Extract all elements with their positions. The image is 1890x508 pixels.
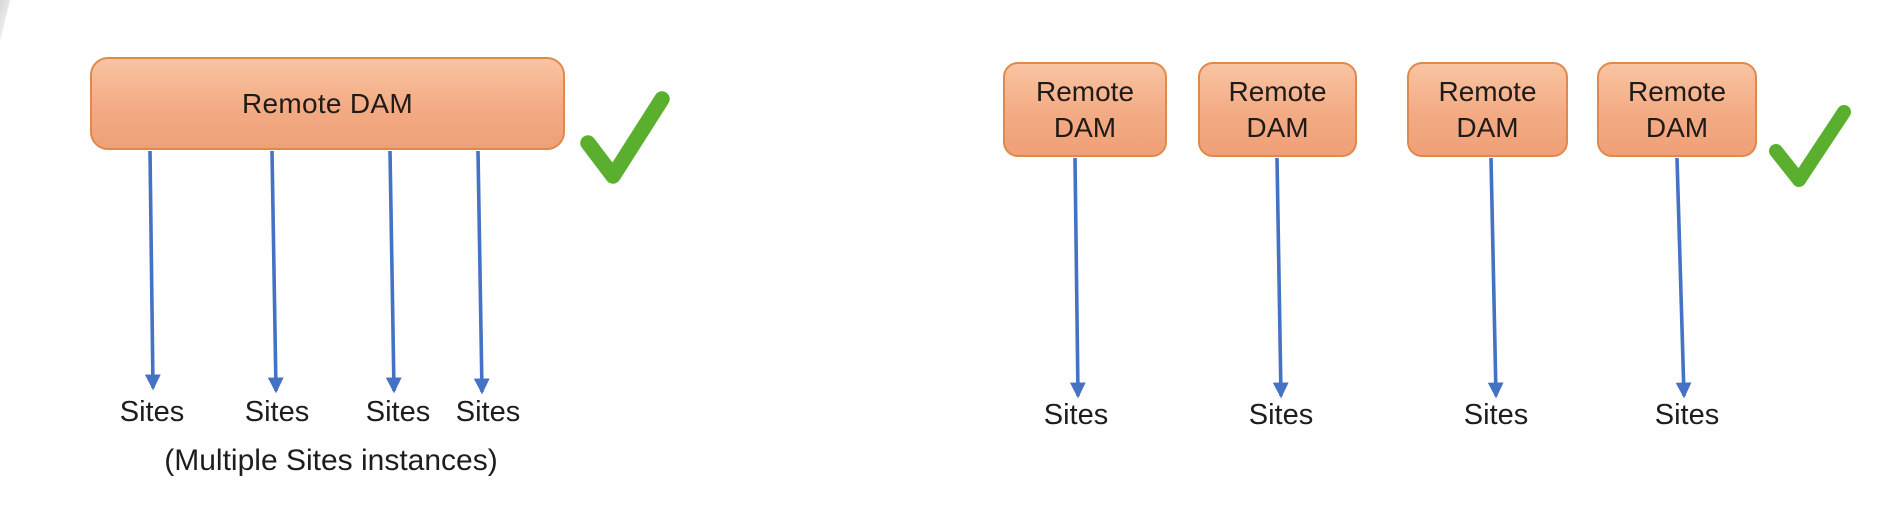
site-label: Sites [1043,399,1109,431]
corner-artifact [0,0,10,42]
arrow-right-1 [1069,157,1086,399]
arrow-right-2 [1272,157,1289,399]
remote-dam-label: Remote DAM [1228,75,1327,143]
site-label: Sites [244,396,310,428]
caption-multiple-sites: (Multiple Sites instances) [164,444,498,477]
site-label: Sites [1654,399,1720,431]
green-checkmark-icon [580,91,670,184]
remote-dam-box-2: Remote DAM [1198,62,1357,157]
arrow-left-2 [267,150,284,394]
arrow-left-1 [144,150,161,391]
remote-dam-box-1: Remote DAM [1003,62,1167,157]
remote-dam-label: Remote DAM [1035,75,1135,143]
site-label: Sites [1463,399,1529,431]
green-checkmark-icon [1769,105,1851,187]
remote-dam-label: Remote DAM [1438,75,1537,143]
site-label: Sites [1248,399,1314,431]
remote-dam-label: Remote DAM [1627,75,1727,143]
site-label: Sites [119,396,185,428]
arrow-left-4 [473,150,490,395]
remote-dam-box-3: Remote DAM [1407,62,1568,157]
arrow-right-4 [1675,157,1692,399]
remote-dam-label: Remote DAM [241,87,414,119]
remote-dam-box-4: Remote DAM [1597,62,1757,157]
arrow-left-3 [385,150,402,394]
remote-dam-box-single: Remote DAM [90,57,565,150]
site-label: Sites [365,396,431,428]
site-label: Sites [455,396,521,428]
arrow-right-3 [1487,157,1504,399]
